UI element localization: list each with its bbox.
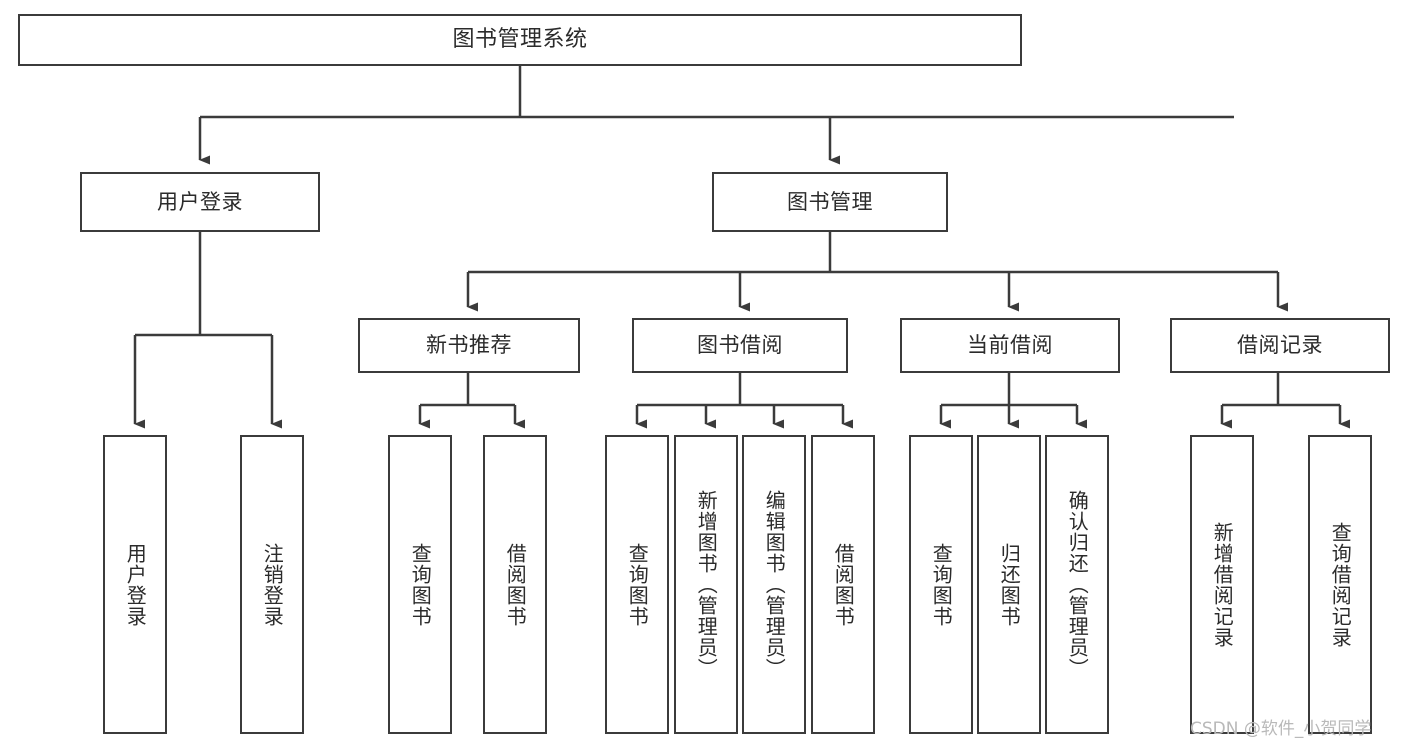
node-leaf-logout-login[interactable]: 注销登录 xyxy=(240,435,304,734)
node-leaf-add-book-label: 新增图书（管理员） xyxy=(694,490,719,679)
node-leaf-query-book-3-label: 查询图书 xyxy=(929,542,954,627)
node-leaf-borrow-book-1-label: 借阅图书 xyxy=(503,542,528,627)
node-user-login-label: 用户登录 xyxy=(157,189,243,214)
node-leaf-return-book[interactable]: 归还图书 xyxy=(977,435,1041,734)
node-leaf-add-record[interactable]: 新增借阅记录 xyxy=(1190,435,1254,734)
node-leaf-edit-book[interactable]: 编辑图书（管理员） xyxy=(742,435,806,734)
node-leaf-query-book-3[interactable]: 查询图书 xyxy=(909,435,973,734)
node-leaf-borrow-book-2-label: 借阅图书 xyxy=(831,542,856,627)
node-book-borrow-label: 图书借阅 xyxy=(697,333,783,358)
node-leaf-logout-login-label: 注销登录 xyxy=(260,542,285,627)
node-new-book-recommend[interactable]: 新书推荐 xyxy=(358,318,580,373)
node-leaf-query-book-1[interactable]: 查询图书 xyxy=(388,435,452,734)
node-book-borrow[interactable]: 图书借阅 xyxy=(632,318,848,373)
node-leaf-borrow-book-1[interactable]: 借阅图书 xyxy=(483,435,547,734)
node-leaf-query-record[interactable]: 查询借阅记录 xyxy=(1308,435,1372,734)
csdn-watermark: CSDN @软件_小贺同学 xyxy=(1190,719,1372,739)
node-leaf-confirm-return[interactable]: 确认归还（管理员） xyxy=(1045,435,1109,734)
node-book-management-label: 图书管理 xyxy=(787,189,873,214)
node-root-label: 图书管理系统 xyxy=(452,27,588,53)
node-leaf-return-book-label: 归还图书 xyxy=(997,542,1022,627)
node-borrow-record[interactable]: 借阅记录 xyxy=(1170,318,1390,373)
node-current-borrow[interactable]: 当前借阅 xyxy=(900,318,1120,373)
node-current-borrow-label: 当前借阅 xyxy=(967,333,1053,358)
node-leaf-query-record-label: 查询借阅记录 xyxy=(1328,521,1353,648)
node-borrow-record-label: 借阅记录 xyxy=(1237,333,1323,358)
node-leaf-query-book-1-label: 查询图书 xyxy=(408,542,433,627)
node-leaf-add-book[interactable]: 新增图书（管理员） xyxy=(674,435,738,734)
node-leaf-query-book-2-label: 查询图书 xyxy=(625,542,650,627)
node-root[interactable]: 图书管理系统 xyxy=(18,14,1022,66)
node-leaf-edit-book-label: 编辑图书（管理员） xyxy=(762,490,787,679)
node-leaf-user-login-label: 用户登录 xyxy=(123,542,148,627)
node-new-book-recommend-label: 新书推荐 xyxy=(426,333,512,358)
node-leaf-confirm-return-label: 确认归还（管理员） xyxy=(1065,490,1090,679)
node-leaf-borrow-book-2[interactable]: 借阅图书 xyxy=(811,435,875,734)
node-user-login[interactable]: 用户登录 xyxy=(80,172,320,232)
node-leaf-query-book-2[interactable]: 查询图书 xyxy=(605,435,669,734)
node-leaf-user-login[interactable]: 用户登录 xyxy=(103,435,167,734)
node-book-management[interactable]: 图书管理 xyxy=(712,172,948,232)
node-leaf-add-record-label: 新增借阅记录 xyxy=(1210,521,1235,648)
